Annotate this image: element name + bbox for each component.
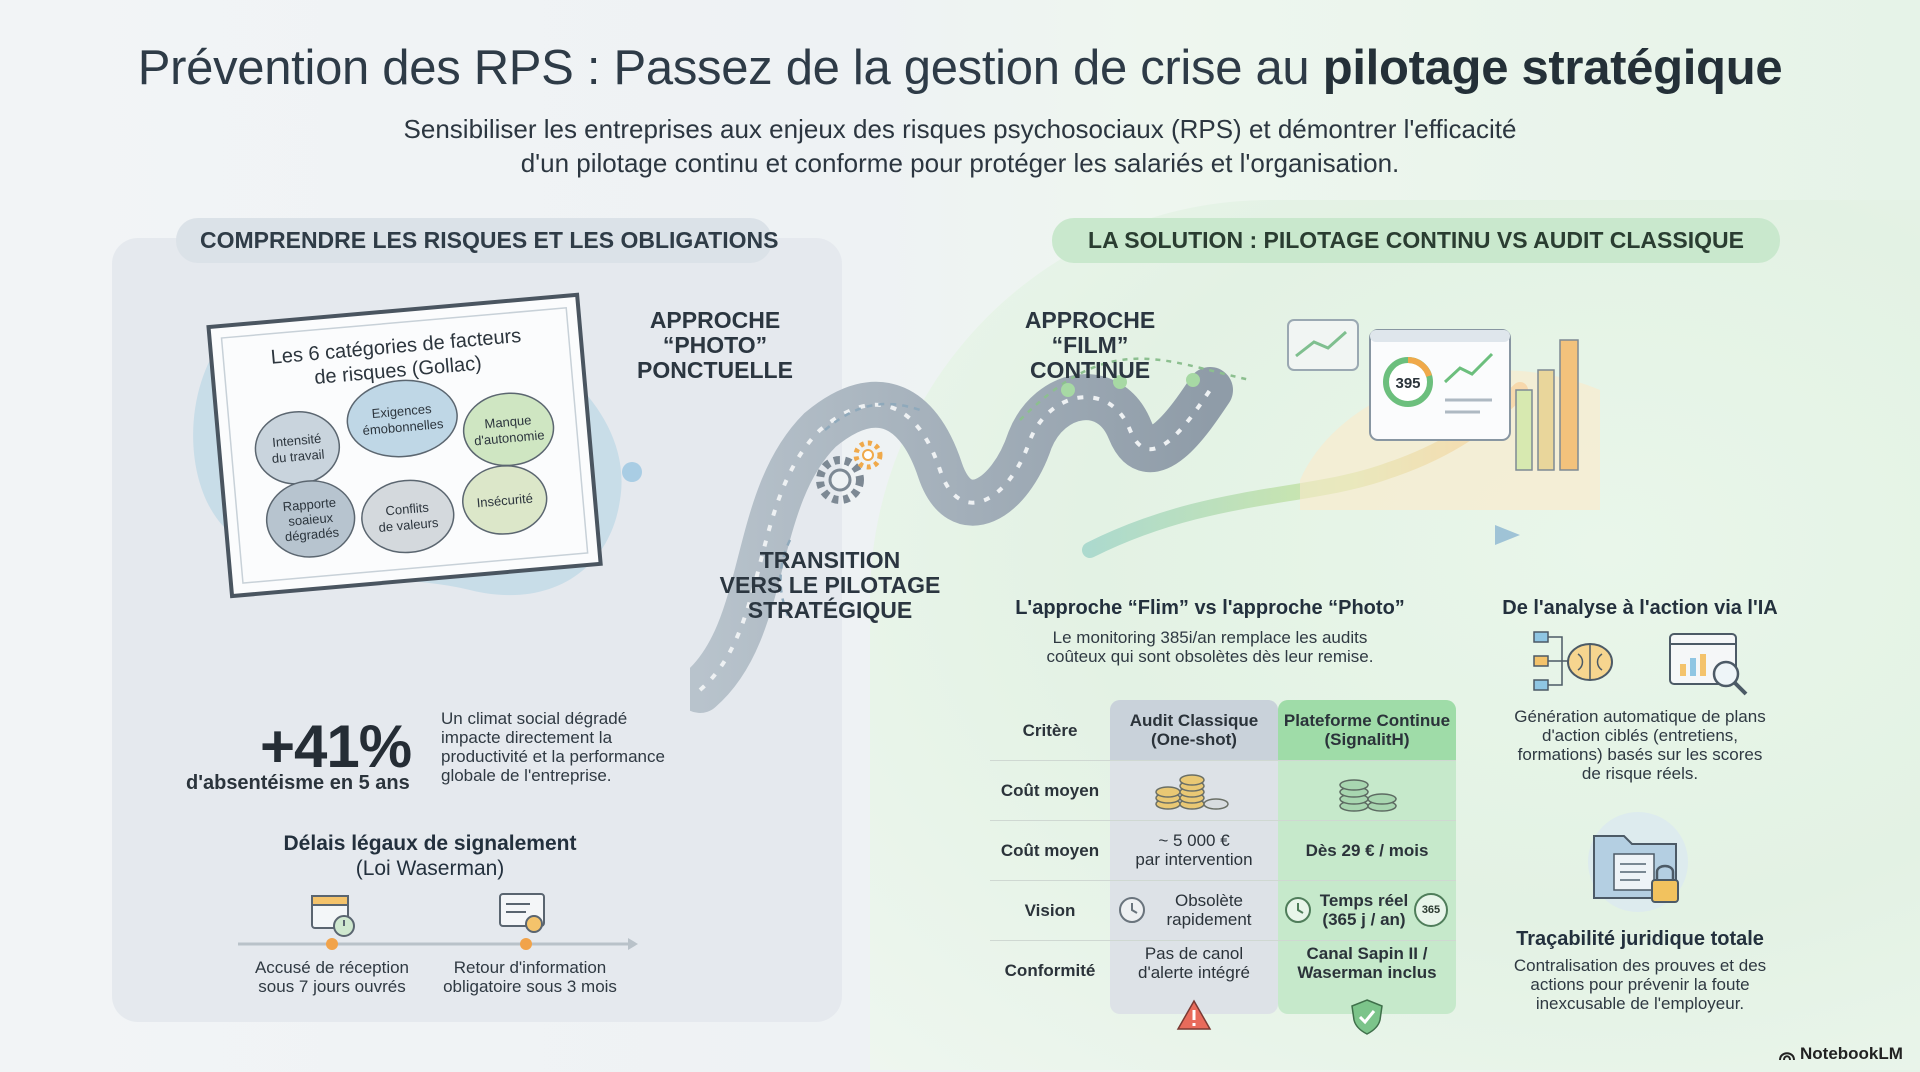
photo-approach-label: APPROCHE“PHOTO”PONCTUELLE [637, 307, 793, 383]
row-compliance-platform: Canal Sapin II /Waserman inclus [1297, 944, 1437, 982]
svg-text:émobonnelles: émobonnelles [362, 416, 444, 438]
title-emphasis: pilotage stratégique [1322, 41, 1783, 95]
comparison-description: Le monitoring 385i/an remplace les audit… [1046, 628, 1374, 666]
dashboard-score: 395 [1395, 375, 1420, 392]
365-badge: 365 [1414, 893, 1448, 927]
coins-stack-icon [1155, 774, 1229, 810]
shield-check-icon [1351, 999, 1383, 1035]
bubble-rapports [265, 480, 356, 558]
svg-text:du travail: du travail [271, 446, 325, 466]
svg-text:d'autonomie: d'autonomie [474, 427, 545, 448]
svg-text:dégradés: dégradés [284, 524, 340, 544]
notebooklm-brand: NotebookLM [1778, 1044, 1903, 1064]
small-gear-icon [853, 440, 883, 470]
page-title: Prévention des RPS : Passez de la gestio… [137, 41, 1783, 95]
realtime-clock-icon [1285, 897, 1311, 923]
section-title-solution: LA SOLUTION : PILOTAGE CONTINU VS AUDIT … [1052, 218, 1780, 263]
svg-text:de valeurs: de valeurs [378, 515, 440, 535]
svg-text:Exigences: Exigences [371, 401, 433, 421]
calendar-icon [311, 895, 355, 937]
row-cost-platform: Dès 29 € / mois [1305, 840, 1429, 860]
gear-icon [816, 456, 864, 504]
absenteeism-stat-label: d'absentéisme en 5 ans [186, 772, 410, 794]
bubble-autonomie [462, 392, 555, 467]
svg-text:Rapporte: Rapporte [282, 495, 337, 515]
ai-title: De l'analyse à l'action via l'IA [1502, 597, 1778, 619]
bubble-exigences [346, 379, 458, 458]
traceability-title: Traçabilité juridique totale [1516, 928, 1764, 950]
gollac-poster-illustration: Les 6 catégories de facteurs de risques … [193, 292, 642, 599]
clock-icon [1119, 897, 1145, 923]
notebooklm-logo-icon [1779, 1052, 1795, 1061]
analytics-magnifier-icon [1669, 633, 1748, 696]
header-audit: Audit Classique(One-shot) [1129, 711, 1259, 749]
svg-text:Conflits: Conflits [385, 500, 430, 519]
row-vision-platform: Temps réel(365 j / an) [1319, 891, 1409, 929]
page-subtitle: Sensibiliser les entreprises aux enjeux … [403, 114, 1517, 178]
certificate-icon [499, 893, 545, 933]
bubble-insecurite [462, 465, 548, 535]
dashboard-illustration: 395 [1287, 319, 1600, 510]
delays-title: Délais légaux de signalement [283, 832, 577, 855]
comparison-title: L'approche “Flim” vs l'approche “Photo” [1015, 597, 1405, 619]
film-approach-label: APPROCHE“FILM”CONTINUE [1024, 307, 1156, 383]
header-platform: Plateforme Continue(SignalitH) [1283, 711, 1451, 749]
row-cost-audit: ~ 5 000 €par intervention [1135, 831, 1253, 869]
row-vision-criterion: Vision [1024, 900, 1076, 920]
svg-text:Insécurité: Insécurité [476, 491, 533, 511]
absenteeism-stat-value: +41% [260, 713, 412, 780]
ai-brain-icon [1533, 631, 1613, 691]
secure-folder-icon [1588, 812, 1688, 912]
coins-small-icon [1339, 779, 1397, 812]
warning-icon [1176, 999, 1212, 1030]
row-cost-icons-criterion: Coût moyen [1000, 780, 1100, 800]
svg-text:soaieux: soaieux [288, 510, 334, 529]
svg-text:Manque: Manque [484, 412, 532, 431]
row-cost-criterion: Coût moyen [1000, 840, 1100, 860]
section-title-risks: COMPRENDRE LES RISQUES ET LES OBLIGATION… [176, 218, 778, 263]
delays-timeline [238, 893, 638, 950]
header-criterion: Critère [1022, 720, 1078, 740]
delays-subtitle: (Loi Waserman) [355, 857, 505, 880]
bubble-conflits [361, 479, 455, 554]
svg-text:Intensité: Intensité [272, 431, 322, 450]
row-compliance-criterion: Conformité [1004, 960, 1096, 980]
